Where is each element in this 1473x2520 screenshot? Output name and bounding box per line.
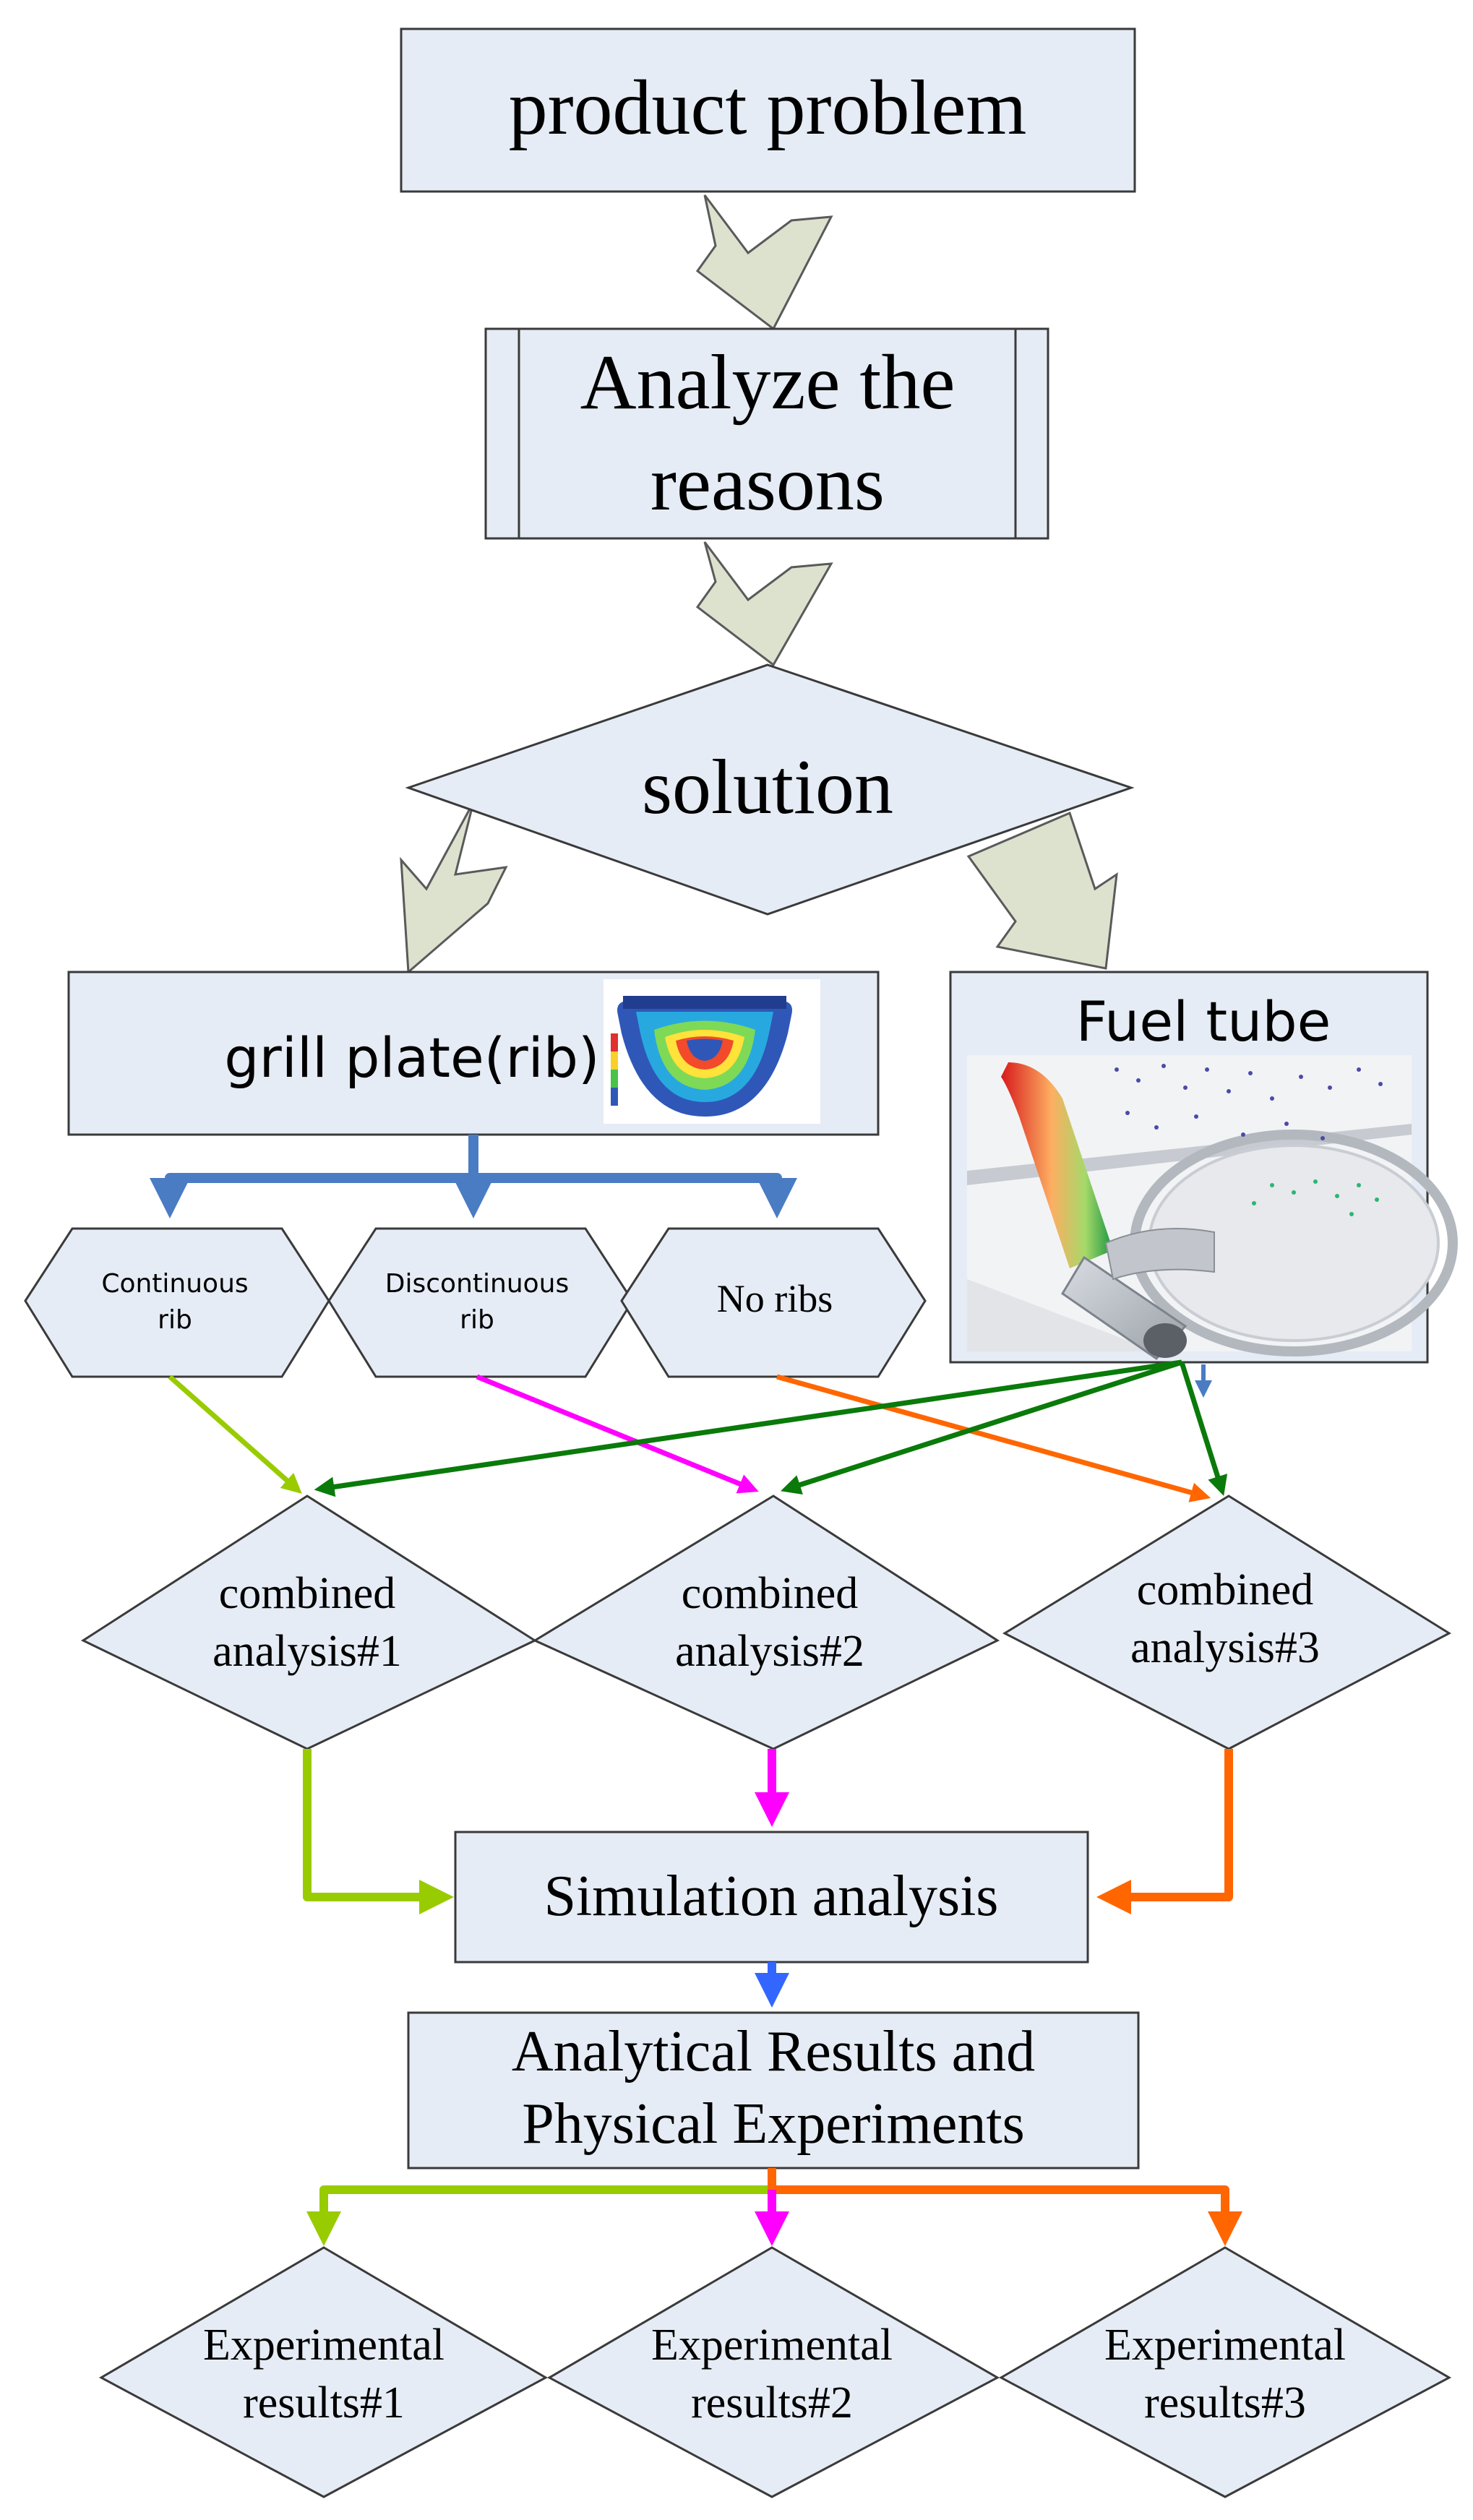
experimental-results-2-diamond — [546, 2246, 1000, 2498]
big-arrow-4 — [966, 811, 1118, 970]
arrow-results-to-exp3 — [768, 2168, 1242, 2246]
combined-analysis-3-line2: analysis#3 — [1130, 1623, 1320, 1672]
analytical-results-line1: Analytical Results and — [512, 2020, 1035, 2083]
combined-analysis-1-diamond — [80, 1495, 538, 1750]
arrow-discontinuous-to-combined2 — [476, 1374, 759, 1494]
combined-analysis-1-line2: analysis#1 — [212, 1627, 402, 1676]
rib-stress-image — [604, 979, 820, 1124]
fuel-tube-image — [967, 1055, 1458, 1360]
grill-plate-text: grill plate(rib) — [224, 1025, 599, 1090]
discontinuous-rib-line2: rib — [460, 1305, 494, 1335]
continuous-rib-hexagon — [24, 1227, 330, 1378]
experimental-results-1-line2: results#1 — [243, 2378, 405, 2427]
simulation-analysis-box — [454, 1831, 1089, 1964]
discontinuous-rib-hexagon — [327, 1227, 634, 1378]
experimental-results-3-line1: Experimental — [1104, 2321, 1346, 2370]
combined-analysis-2-line2: analysis#2 — [675, 1627, 864, 1676]
big-arrow-1 — [695, 194, 833, 331]
fuel-tube-green-arrows — [314, 1359, 1228, 1497]
grill-distribution-arrows — [150, 1135, 797, 1218]
solution-text: solution — [642, 744, 893, 830]
arrow-noribs-to-combined3 — [776, 1374, 1211, 1502]
arrow-combined3-to-simulation — [1096, 1749, 1233, 1914]
analyze-reasons-line2: reasons — [650, 441, 885, 527]
experimental-results-1-line1: Experimental — [203, 2321, 445, 2370]
arrow-continuous-to-combined1 — [168, 1375, 302, 1494]
combined-analysis-2-line1: combined — [682, 1569, 859, 1618]
experimental-results-1-diamond — [98, 2246, 549, 2498]
discontinuous-rib-line1: Discontinuous — [385, 1269, 569, 1299]
big-arrow-3 — [400, 801, 508, 975]
arrow-results-to-exp1 — [306, 2168, 776, 2246]
no-ribs-text: No ribs — [717, 1277, 833, 1320]
continuous-rib-line2: rib — [158, 1305, 192, 1335]
experimental-results-2-line1: Experimental — [651, 2321, 893, 2370]
experimental-results-2-line2: results#2 — [691, 2378, 853, 2427]
no-ribs-hexagon — [620, 1227, 927, 1378]
analyze-reasons-line1: Analyze the — [580, 340, 955, 426]
product-problem-text: product problem — [509, 65, 1027, 151]
experimental-results-3-line2: results#3 — [1144, 2378, 1306, 2427]
continuous-rib-line1: Continuous — [101, 1269, 248, 1299]
simulation-analysis-text: Simulation analysis — [544, 1865, 999, 1928]
arrow-combined1-to-simulation — [303, 1749, 454, 1914]
combined-analysis-1-line1: combined — [219, 1569, 396, 1618]
solution-diamond — [405, 663, 1135, 916]
product-problem-box — [400, 27, 1136, 193]
combined-analysis-2-diamond — [532, 1495, 1000, 1750]
big-arrow-2 — [695, 541, 833, 667]
combined-analysis-3-diamond — [1002, 1495, 1452, 1750]
analyze-reasons-box — [484, 327, 1049, 540]
fuel-tube-text: Fuel tube — [1076, 989, 1331, 1054]
analytical-results-line2: Physical Experiments — [522, 2092, 1024, 2156]
combined-analysis-3-line1: combined — [1137, 1565, 1314, 1614]
experimental-results-3-diamond — [998, 2246, 1452, 2498]
